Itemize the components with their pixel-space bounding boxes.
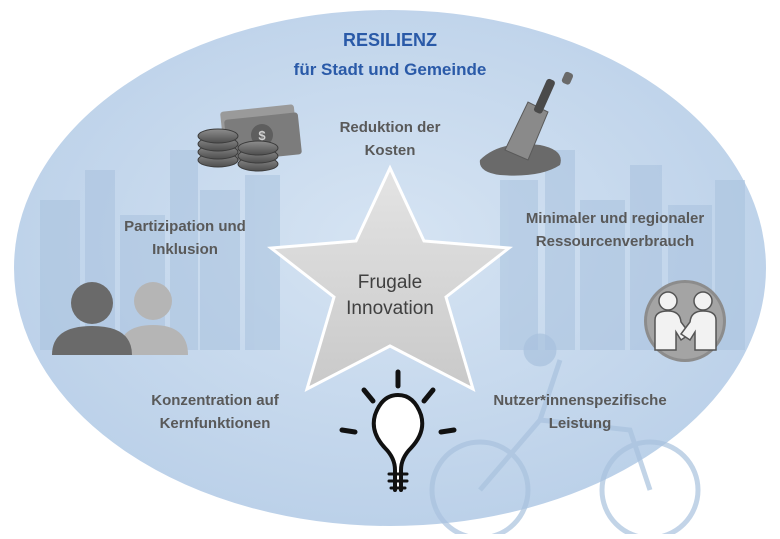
factor-participation-line2: Inklusion bbox=[152, 241, 218, 258]
city-skyline-background bbox=[40, 150, 745, 350]
factor-resources-line2: Ressourcenverbrauch bbox=[535, 233, 695, 250]
center-label-line1: Frugale bbox=[357, 272, 423, 293]
factor-user-line2: Leistung bbox=[548, 415, 612, 432]
factor-resources-line1: Minimaler und regionaler bbox=[525, 210, 705, 227]
factor-cost-label: Reduktion der Kosten bbox=[300, 116, 480, 162]
factor-cost-line2: Kosten bbox=[364, 142, 416, 159]
factor-core-label: Konzentration auf Kernfunktionen bbox=[125, 389, 305, 435]
money-icon: $ bbox=[197, 104, 302, 172]
center-label-line2: Innovation bbox=[346, 298, 434, 319]
diagram-title: RESILIENZ bbox=[342, 30, 437, 50]
people-icon bbox=[52, 282, 188, 355]
factor-participation-line1: Partizipation und bbox=[124, 218, 246, 235]
factor-resources-label: Minimaler und regionaler Ressourcenverbr… bbox=[495, 207, 735, 253]
factor-cost-line1: Reduktion der bbox=[339, 119, 441, 136]
trowel-icon bbox=[479, 71, 574, 176]
diagram-subtitle: für Stadt und Gemeinde bbox=[293, 60, 487, 79]
lightbulb-icon bbox=[339, 369, 457, 492]
factor-participation-label: Partizipation und Inklusion bbox=[95, 215, 275, 261]
factor-core-line1: Konzentration auf bbox=[151, 392, 279, 409]
factor-core-line2: Kernfunktionen bbox=[159, 415, 271, 432]
factor-user-line1: Nutzer*innenspezifische bbox=[493, 392, 667, 409]
handshake-icon bbox=[644, 280, 726, 362]
center-star bbox=[267, 164, 513, 392]
svg-text:$: $ bbox=[258, 128, 266, 143]
factor-user-label: Nutzer*innenspezifische Leistung bbox=[470, 389, 690, 435]
